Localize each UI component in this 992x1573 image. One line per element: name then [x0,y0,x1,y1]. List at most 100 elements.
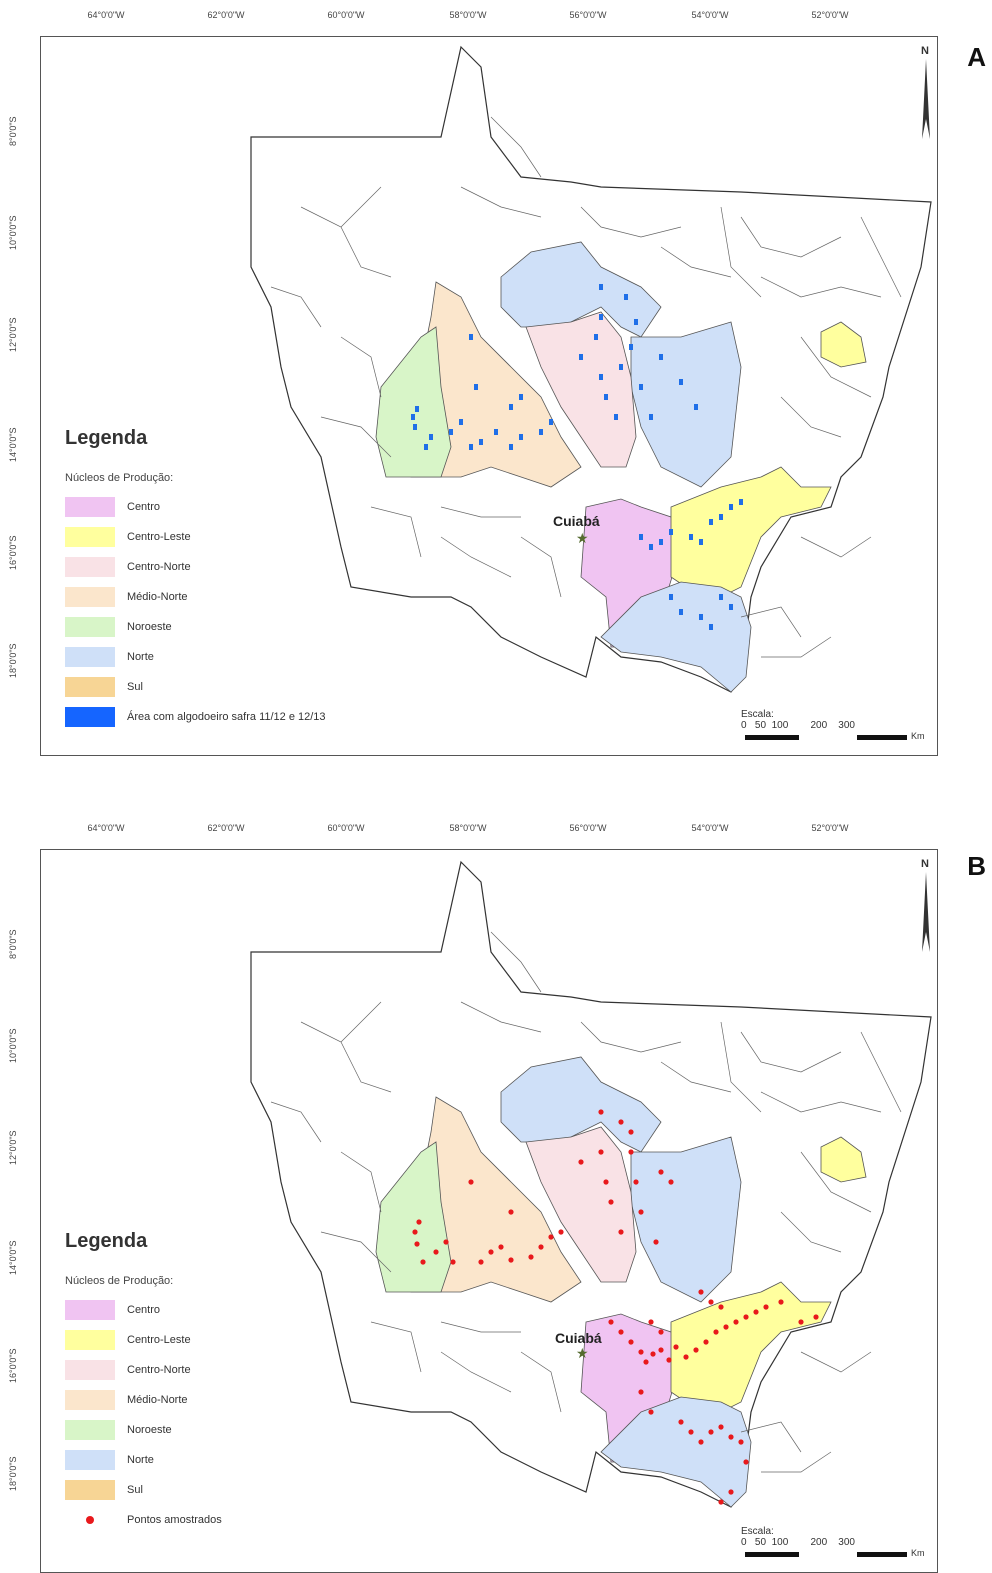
cotton-area-patch [689,534,693,540]
municipality-boundary [860,1031,902,1113]
legend-title: Legenda [65,427,148,449]
cotton-area-patch [449,429,453,435]
legend-swatch [65,1300,115,1320]
longitude-tick: 62°0'0"W [207,823,245,833]
sample-point [433,1249,439,1255]
municipality-boundary [370,1321,422,1373]
sample-point [728,1434,734,1440]
latitude-tick: 12°0'0"S [8,317,18,352]
municipality-boundary [370,506,422,558]
legend-swatch [65,1360,115,1380]
cotton-area-patch [624,294,628,300]
region-centro-norte [525,1126,637,1283]
legend-label: Noroeste [127,621,172,633]
sample-point [412,1229,418,1235]
north-arrow-icon: N [921,45,931,139]
legend-item: Noroeste [65,612,425,642]
municipality-boundary [490,931,542,993]
cotton-area-patch [599,284,603,290]
sample-point [733,1319,739,1325]
region-sul [600,581,752,693]
sample-point [478,1259,484,1265]
scale-ticks: 0 50 100 200 300 [741,720,855,731]
cotton-area-patch [679,379,683,385]
cotton-area-patch [459,419,463,425]
city-star-icon: ★ [576,530,589,546]
legend-item: Centro-Leste [65,1325,425,1355]
cotton-area-patch [659,354,663,360]
latitude-tick: 14°0'0"S [8,427,18,462]
municipality-boundary [340,1151,382,1213]
cotton-area-patch [729,604,733,610]
municipality-boundary [340,336,382,398]
legend-swatch [65,557,115,577]
cotton-area-patch [729,504,733,510]
sample-point [628,1129,634,1135]
municipality-boundary [740,1421,802,1453]
map-canvas: ★ [250,45,932,693]
cotton-area-patch [415,406,419,412]
sample-point [633,1179,639,1185]
sample-point [673,1344,679,1350]
sample-point [713,1329,719,1335]
cotton-area-patch [509,444,513,450]
municipality-boundary [320,416,392,458]
legend-swatch [65,1510,115,1530]
sample-point [708,1429,714,1435]
municipality-boundary [740,216,842,258]
sample-point [618,1229,624,1235]
municipality-boundary [490,116,542,178]
municipality-boundary [800,336,872,398]
municipality-boundary [800,1351,872,1373]
cotton-area-patch [694,404,698,410]
north-arrow-shape [922,59,930,139]
municipality-boundary [660,1061,732,1093]
sample-point [718,1424,724,1430]
sample-point [608,1319,614,1325]
latitude-tick: 10°0'0"S [8,1028,18,1063]
sample-point [683,1354,689,1360]
sample-point [548,1234,554,1240]
sample-point [666,1357,672,1363]
cotton-area-patch [599,314,603,320]
municipality-boundary [860,216,902,298]
sample-point [538,1244,544,1250]
scale-segment [857,1552,907,1557]
sample-point [603,1179,609,1185]
municipality-boundary [320,1231,392,1273]
sample-point [728,1489,734,1495]
legend-label: Norte [127,1454,154,1466]
map-frame: ★ Cuiabá N Escala: 0 50 100 200 300 Km L… [40,849,938,1573]
longitude-tick: 58°0'0"W [449,823,487,833]
scale-ticks: 0 50 100 200 300 [741,1537,855,1548]
legend-item: Sul [65,1475,425,1505]
scale-bars: Km [741,1548,925,1558]
municipality-boundary [780,1211,842,1253]
sample-point [743,1459,749,1465]
municipality-boundary [760,1091,882,1113]
sample-point [414,1241,420,1247]
legend-label: Médio-Norte [127,591,188,603]
latitude-tick: 14°0'0"S [8,1240,18,1275]
sample-point [658,1169,664,1175]
legend-item: Médio-Norte [65,582,425,612]
municipality-boundary [440,536,512,578]
scale-title: Escala: [741,709,774,720]
cotton-area-patch [539,429,543,435]
longitude-tick: 56°0'0"W [569,823,607,833]
cotton-area-patch [639,534,643,540]
legend-swatch [65,1420,115,1440]
latitude-tick: 8°0'0"S [8,929,18,959]
cotton-area-patch [699,539,703,545]
sample-point [416,1219,422,1225]
sample-point [638,1349,644,1355]
sample-point [638,1209,644,1215]
longitude-tick: 52°0'0"W [811,10,849,20]
cotton-area-patch [709,624,713,630]
latitude-tick: 18°0'0"S [8,643,18,678]
legend-item: Médio-Norte [65,1385,425,1415]
cotton-area-patch [509,404,513,410]
